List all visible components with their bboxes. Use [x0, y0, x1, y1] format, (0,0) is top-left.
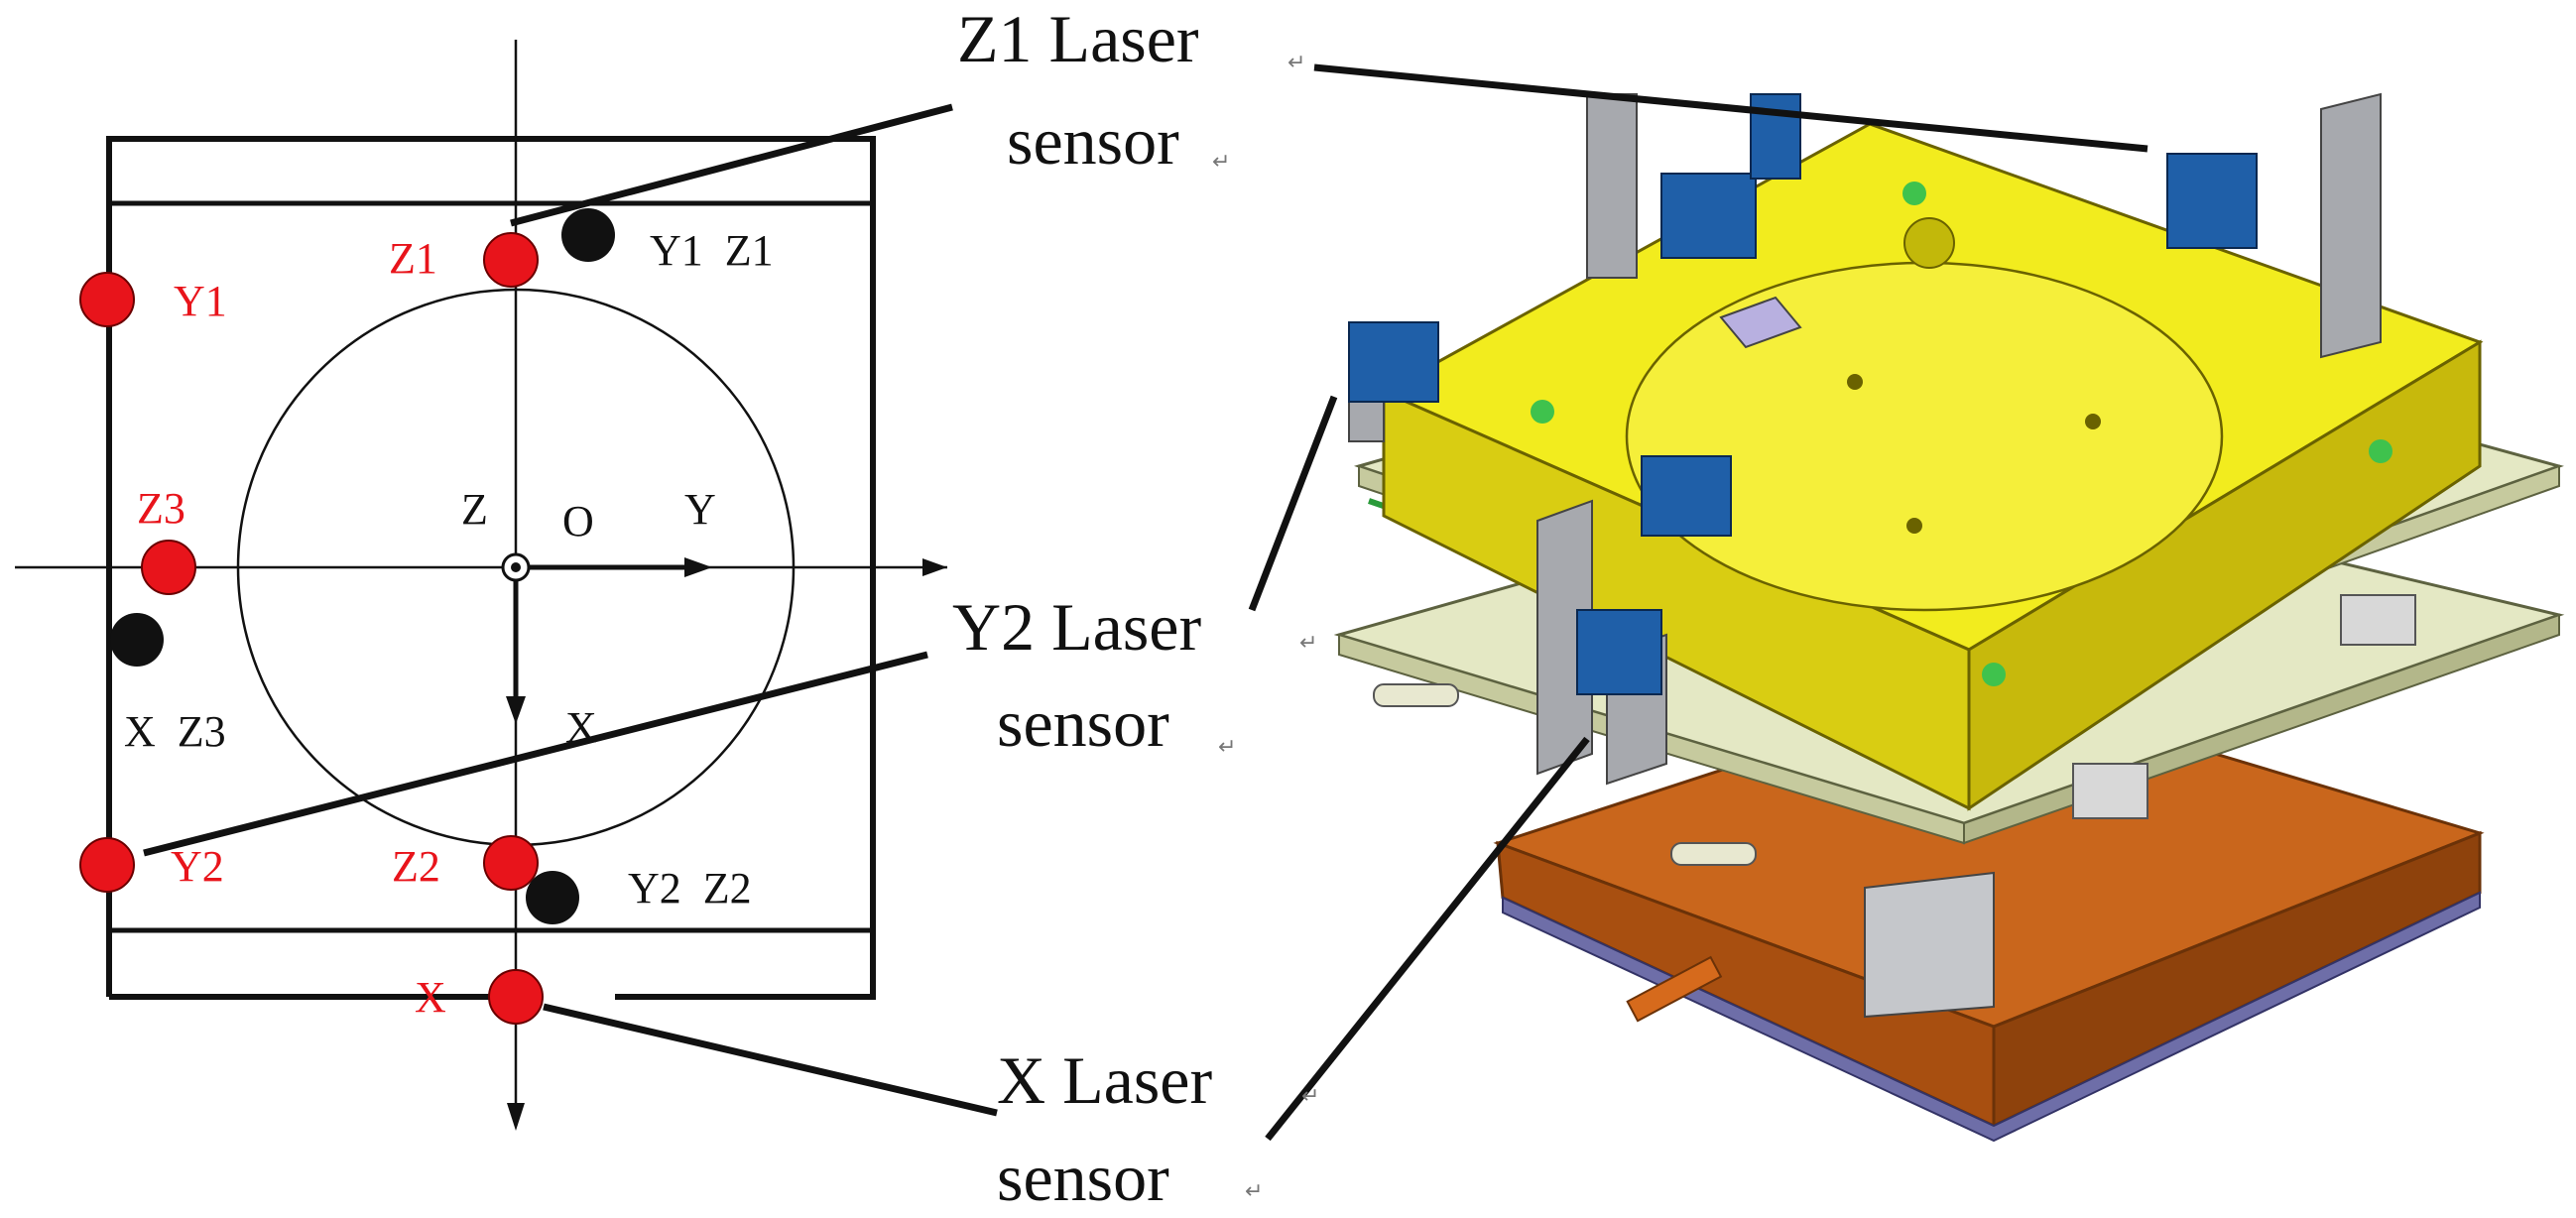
fixture: [2072, 763, 2148, 819]
fixture: [2340, 594, 2416, 646]
laser-sensor-x: [1576, 609, 1662, 695]
x-point: [488, 969, 544, 1025]
x-z3-label: X Z3: [124, 707, 226, 756]
y2-point: [79, 837, 135, 893]
bracket-bottom: [1864, 871, 1995, 1019]
origin-dot: [511, 562, 521, 572]
base-plate-bottom-edge: [1502, 891, 2481, 1143]
bolt-hole: [1906, 518, 1922, 534]
y2-z2-point: [526, 871, 579, 924]
z3-point: [141, 540, 196, 595]
fixture: [1670, 842, 1757, 866]
return-mark: ↵: [1245, 1178, 1263, 1203]
callout-texts: Z1 Laser ↵ sensor ↵ Y2 Laser ↵ sensor ↵ …: [952, 1, 1319, 1215]
axis-label-y: Y: [684, 485, 716, 534]
z3-label: Z3: [137, 484, 185, 533]
return-mark: ↵: [1288, 50, 1305, 74]
outer-frame: [106, 136, 876, 1000]
x-label: X: [415, 973, 446, 1022]
green-marker: [1902, 182, 1926, 205]
y2-label: Y2: [171, 842, 224, 891]
z2-label: Z2: [392, 842, 440, 891]
bracket-top-right: [2320, 92, 2382, 359]
green-marker: [2369, 439, 2392, 463]
y2-leader-right: [1248, 395, 1338, 612]
z1-callout-line2: sensor: [1007, 103, 1179, 179]
y2-leader-left: [143, 651, 928, 857]
z1-label: Z1: [389, 234, 437, 283]
bolt-hole: [1847, 374, 1863, 390]
y1-point: [79, 272, 135, 327]
y2-callout-line1: Y2 Laser: [952, 589, 1201, 665]
return-mark: ↵: [1212, 149, 1230, 174]
x-vector-arrow: [506, 696, 526, 724]
y1-label: Y1: [174, 277, 227, 325]
y-vector-arrow: [684, 557, 712, 577]
x-callout-line2: sensor: [997, 1140, 1169, 1215]
return-mark: ↵: [1299, 630, 1317, 655]
return-mark: ↵: [1218, 734, 1236, 759]
bolt-hole: [1903, 217, 1955, 269]
y2-z2-label: Y2 Z2: [628, 864, 752, 913]
yellow-block-side: [1967, 339, 2482, 811]
axis-label-z: Z: [461, 485, 488, 534]
y1-z1-label: Y1 Z1: [650, 226, 774, 275]
machine-illustration: [1333, 92, 2565, 1143]
laser-sensor-y2: [1348, 321, 1732, 537]
bracket-top-left: [1586, 93, 1638, 279]
bracket-front: [1536, 499, 1593, 776]
green-marker: [1531, 400, 1554, 424]
z1-leader-right: [1313, 63, 2148, 153]
x-leader-left: [543, 1003, 998, 1117]
x-z3-point: [110, 613, 164, 667]
vertical-axis-arrow-bottom: [507, 1103, 525, 1131]
z1-point: [483, 232, 539, 288]
y1-z1-point: [561, 208, 615, 262]
green-marker: [1982, 663, 2006, 686]
z1-leader-left: [510, 103, 953, 227]
z1-callout-line1: Z1 Laser: [957, 1, 1199, 76]
x-callout-line1: X Laser: [997, 1042, 1212, 1118]
schematic: Z O Y X Z1 Y1 Z3 Y2 Z2 X Y1 Z1 X Z3 Y2 Z…: [15, 40, 947, 1131]
mount-plate: [1719, 296, 1802, 349]
bolt-hole: [2085, 414, 2101, 429]
return-mark: ↵: [1301, 1083, 1319, 1108]
axis-label-o: O: [562, 497, 594, 546]
y-axis-arrow: [922, 558, 947, 576]
turntable-disk: [1625, 261, 2224, 612]
z2-point: [483, 835, 539, 891]
fixture: [1373, 683, 1459, 707]
handle: [1626, 955, 1723, 1023]
y2-callout-line2: sensor: [997, 685, 1169, 761]
laser-sensor-z1: [1660, 93, 2258, 259]
x-leader-right: [1265, 736, 1590, 1142]
callout-lines: [143, 63, 2148, 1142]
